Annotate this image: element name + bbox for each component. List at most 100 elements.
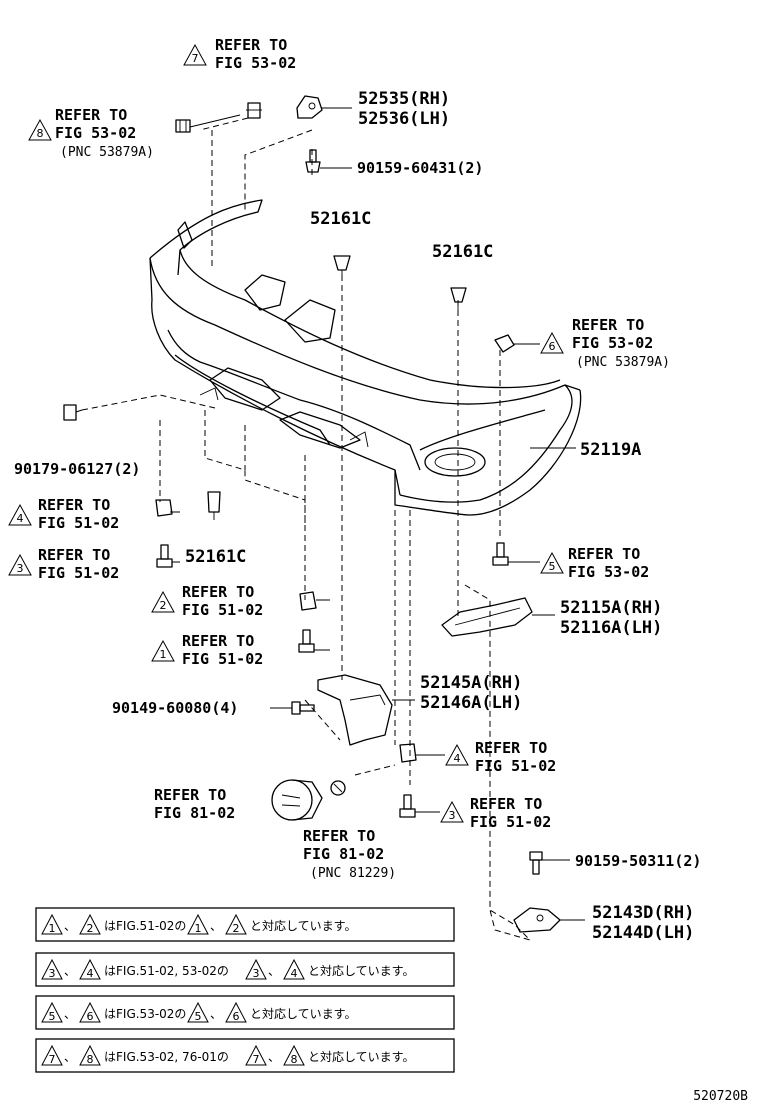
leader-lines <box>75 107 585 921</box>
label-52161c-top: 52161C <box>310 209 371 229</box>
note-figure-reference: はFIG.51-02, 53-02の <box>104 964 229 978</box>
svg-text:REFER TO: REFER TO <box>572 316 644 334</box>
callout-4-left: 4 REFER TO FIG 51-02 <box>8 496 119 532</box>
svg-text:FIG 53-02: FIG 53-02 <box>568 563 649 581</box>
callout-5: 5 REFER TO FIG 53-02 <box>540 545 649 581</box>
svg-text:52146A(LH): 52146A(LH) <box>420 693 522 713</box>
callout-7-top: 7 REFER TO FIG 53-02 <box>183 36 296 72</box>
callout-6: REFER TO 6 FIG 53-02 (PNC 53879A) <box>540 316 670 370</box>
callout-2: 2 REFER TO FIG 51-02 <box>151 583 263 619</box>
note-box <box>35 907 455 942</box>
bracket-52535-icon <box>296 95 323 119</box>
clip-90179-icon <box>63 404 77 421</box>
warning-triangle-icon <box>79 913 101 935</box>
svg-text:FIG 81-02: FIG 81-02 <box>154 804 235 822</box>
clip-8-icon <box>175 119 191 133</box>
note-box <box>35 1038 455 1073</box>
svg-text:FIG 53-02: FIG 53-02 <box>572 334 653 352</box>
warning-triangle-icon <box>245 1044 267 1066</box>
warning-triangle-icon <box>225 913 247 935</box>
warning-triangle-icon <box>283 1044 305 1066</box>
triangle-number: 3 <box>253 967 260 980</box>
figure-id: 520720B <box>693 1089 748 1104</box>
svg-text:(PNC 53879A): (PNC 53879A) <box>60 145 154 160</box>
triangle-number: 5 <box>49 1010 56 1023</box>
warning-triangle-icon <box>79 1044 101 1066</box>
svg-text:REFER TO: REFER TO <box>215 36 287 54</box>
svg-text:52116A(LH): 52116A(LH) <box>560 618 662 638</box>
note-figure-reference: はFIG.51-02の <box>104 919 186 933</box>
clip-52161c-lower-icon <box>207 491 221 520</box>
callout-3-left: 3 REFER TO FIG 51-02 <box>8 546 119 582</box>
svg-text:、: 、 <box>64 1050 76 1064</box>
label-52119a: 52119A <box>580 440 641 460</box>
svg-text:REFER TO: REFER TO <box>303 827 375 845</box>
svg-text:REFER TO: REFER TO <box>38 546 110 564</box>
label-52535: 52535(RH) 52536(LH) <box>358 89 450 129</box>
screw-5-icon <box>492 542 509 566</box>
triangle-number: 1 <box>195 922 202 935</box>
svg-text:REFER TO: REFER TO <box>182 632 254 650</box>
nut-6-icon <box>494 334 515 353</box>
svg-text:5: 5 <box>549 560 556 573</box>
label-52145a: 52145A(RH) 52146A(LH) <box>420 673 522 713</box>
callout-4-right: 4 REFER TO FIG 51-02 <box>445 739 556 775</box>
svg-text:FIG 51-02: FIG 51-02 <box>182 601 263 619</box>
warning-triangle-icon <box>79 1001 101 1023</box>
callout-fog-socket: REFER TO FIG 81-02 (PNC 81229) <box>303 827 396 881</box>
svg-text:52535(RH): 52535(RH) <box>358 89 450 109</box>
label-90149-60080: 90149-60080(4) <box>112 699 238 717</box>
warning-triangle-icon <box>79 958 101 980</box>
svg-text:(PNC 81229): (PNC 81229) <box>310 866 396 881</box>
callout-fog-lamp: REFER TO FIG 81-02 <box>154 786 235 822</box>
label-52161c-lower: 52161C <box>185 547 246 567</box>
svg-text:、: 、 <box>64 964 76 978</box>
bolt-90149-icon <box>291 701 315 715</box>
note-correspondence-text: と対応しています。 <box>308 964 414 978</box>
callout-8: REFER TO 8 FIG 53-02 (PNC 53879A) <box>28 106 154 160</box>
callout-1: 1 REFER TO FIG 51-02 <box>151 632 263 668</box>
triangle-number: 2 <box>233 922 240 935</box>
triangle-number: 6 <box>233 1010 240 1023</box>
label-52143d: 52143D(RH) 52144D(LH) <box>592 903 694 943</box>
triangle-number: 5 <box>195 1010 202 1023</box>
svg-text:52143D(RH): 52143D(RH) <box>592 903 694 923</box>
svg-text:FIG 51-02: FIG 51-02 <box>475 757 556 775</box>
warning-triangle-icon <box>41 958 63 980</box>
screw-90159-50311-icon <box>529 851 543 875</box>
bolt-3-right-icon <box>399 794 416 818</box>
warning-triangle-icon <box>41 1044 63 1066</box>
assembly-lines <box>81 117 532 942</box>
svg-text:、: 、 <box>210 919 222 933</box>
warning-triangle-icon <box>283 958 305 980</box>
bolt-3-left-icon <box>156 544 173 568</box>
svg-text:、: 、 <box>64 919 76 933</box>
triangle-number: 4 <box>291 967 298 980</box>
triangle-number: 4 <box>87 967 94 980</box>
svg-text:FIG 51-02: FIG 51-02 <box>38 514 119 532</box>
fog-socket-icon <box>330 780 346 796</box>
warning-triangle-icon <box>41 1001 63 1023</box>
triangle-number: 1 <box>49 922 56 935</box>
warning-triangle-icon <box>187 1001 209 1023</box>
label-52161c-right: 52161C <box>432 242 493 262</box>
note-correspondence-text: と対応しています。 <box>250 919 356 933</box>
bumper-cover <box>149 199 582 516</box>
clip-7-icon <box>246 102 262 119</box>
triangle-number: 7 <box>253 1053 260 1066</box>
svg-text:52115A(RH): 52115A(RH) <box>560 598 662 618</box>
label-90159-50311: 90159-50311(2) <box>575 852 701 870</box>
svg-text:REFER TO: REFER TO <box>55 106 127 124</box>
svg-text:52145A(RH): 52145A(RH) <box>420 673 522 693</box>
note-correspondence-text: と対応しています。 <box>308 1050 414 1064</box>
svg-text:、: 、 <box>210 1007 222 1021</box>
svg-text:、: 、 <box>64 1007 76 1021</box>
svg-text:REFER TO: REFER TO <box>470 795 542 813</box>
bracket-52145a-icon <box>317 674 393 746</box>
bracket-52143d-icon <box>513 907 561 933</box>
bolt-1-icon <box>298 629 315 653</box>
